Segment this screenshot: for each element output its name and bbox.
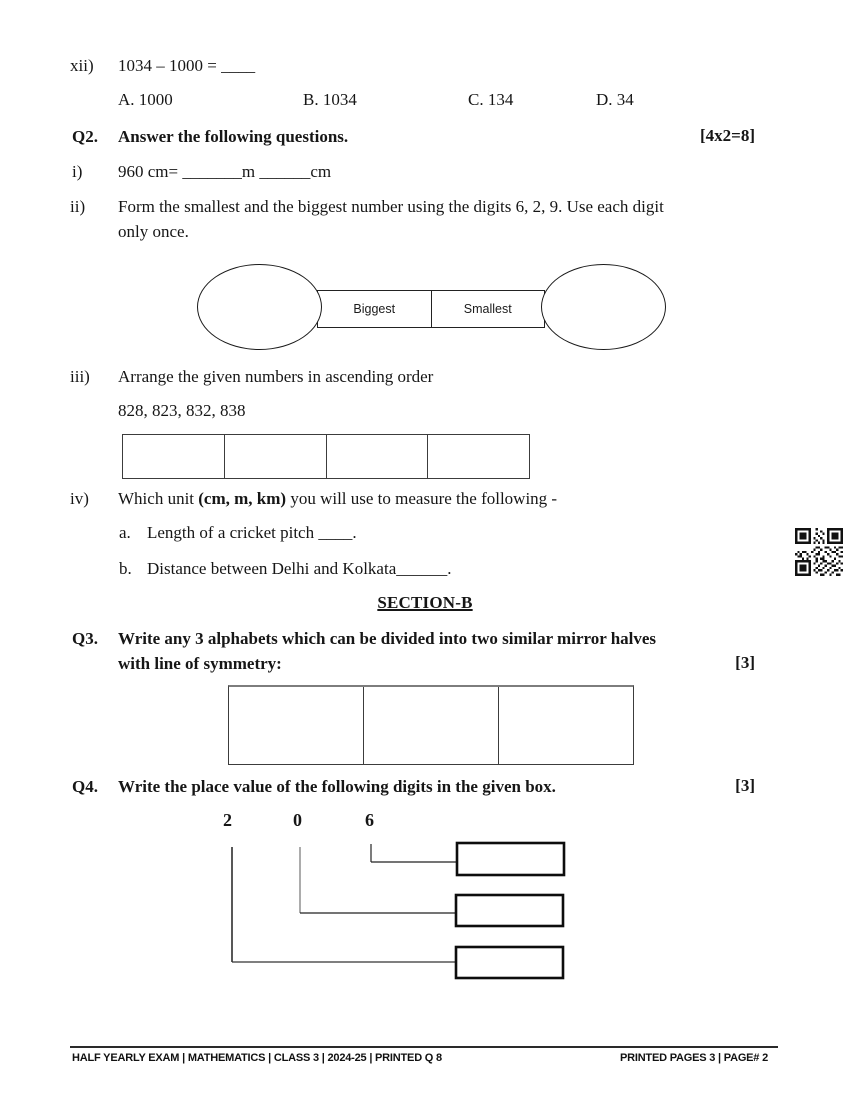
q2-iv-text: Which unit (cm, m, km) you will use to m…	[118, 488, 557, 509]
q2-iv-b-label: b.	[119, 559, 132, 578]
q4-title: Write the place value of the following d…	[118, 777, 556, 796]
q3-marks: [3]	[735, 653, 755, 672]
q2-iv-text-post: you will use to measure the following -	[286, 489, 558, 508]
option-a: A. 1000	[118, 90, 173, 109]
q2-marks: [4x2=8]	[699, 126, 755, 145]
ascending-order-answer-table	[122, 434, 530, 479]
option-d: D. 34	[596, 90, 634, 109]
q4-digit-0: 0	[293, 810, 302, 830]
q2-iv-b-row: b. Distance between Delhi and Kolkata____…	[119, 558, 452, 579]
q3-label: Q3.	[72, 629, 98, 648]
biggest-answer-oval	[197, 264, 322, 350]
smallest-box-label: Smallest	[430, 291, 545, 327]
q2-i-text: 960 cm= _______m ______cm	[118, 162, 332, 181]
q2-iii-numbers: 828, 823, 832, 838	[118, 401, 246, 420]
footer-right-text: PRINTED PAGES 3 | PAGE# 2	[619, 1052, 768, 1064]
q2-ii-label: ii)	[70, 197, 86, 216]
place-value-diagram	[228, 838, 568, 983]
q2-iv-label: iv)	[70, 489, 89, 508]
q4-label: Q4.	[72, 777, 98, 796]
q2-iv-b-text: Distance between Delhi and Kolkata______…	[147, 559, 452, 578]
answer-cell	[427, 435, 529, 478]
q2-iv-a-text: Length of a cricket pitch ____.	[147, 523, 357, 542]
answer-cell	[123, 435, 224, 478]
q2-i-label: i)	[72, 162, 83, 181]
footer-left-text: HALF YEARLY EXAM | MATHEMATICS | CLASS 3…	[72, 1052, 442, 1064]
question-xii-text: 1034 – 1000 = ____	[118, 56, 256, 75]
q2-ii-line1: Form the smallest and the biggest number…	[118, 197, 664, 216]
q2-iv-a-label: a.	[119, 523, 131, 542]
option-b: B. 1034	[303, 90, 357, 109]
q4-digit-2: 2	[223, 810, 232, 830]
q2-ii-line2: only once.	[118, 222, 189, 241]
q2-iii-label: iii)	[70, 367, 90, 386]
answer-cell	[325, 435, 428, 478]
answer-cell	[363, 687, 498, 764]
q2-iv-text-pre: Which unit	[118, 489, 199, 508]
q4-marks: [3]	[735, 776, 755, 795]
biggest-box-label: Biggest	[353, 302, 396, 316]
q2-label: Q2.	[72, 127, 98, 146]
q2-iv-text-units: (cm, m, km)	[198, 489, 287, 508]
q2-title: Answer the following questions.	[118, 127, 349, 146]
answer-cell	[498, 687, 633, 764]
footer-divider	[70, 1046, 778, 1048]
biggest-smallest-bar: Biggest Smallest	[317, 290, 545, 328]
q3-line2: with line of symmetry:	[118, 654, 282, 673]
smallest-answer-oval	[541, 264, 666, 350]
q4-digit-6: 6	[365, 810, 374, 830]
answer-cell	[229, 687, 363, 764]
q3-line1: Write any 3 alphabets which can be divid…	[118, 629, 657, 648]
symmetry-answer-table	[228, 685, 634, 765]
answer-cell	[223, 435, 326, 478]
question-xii-label: xii)	[70, 56, 94, 75]
option-c: C. 134	[468, 90, 514, 109]
section-b-heading: SECTION-B	[377, 593, 473, 612]
q2-iii-text: Arrange the given numbers in ascending o…	[118, 367, 434, 386]
q2-iv-a-row: a. Length of a cricket pitch ____.	[119, 522, 357, 543]
qr-code-icon	[795, 527, 843, 577]
